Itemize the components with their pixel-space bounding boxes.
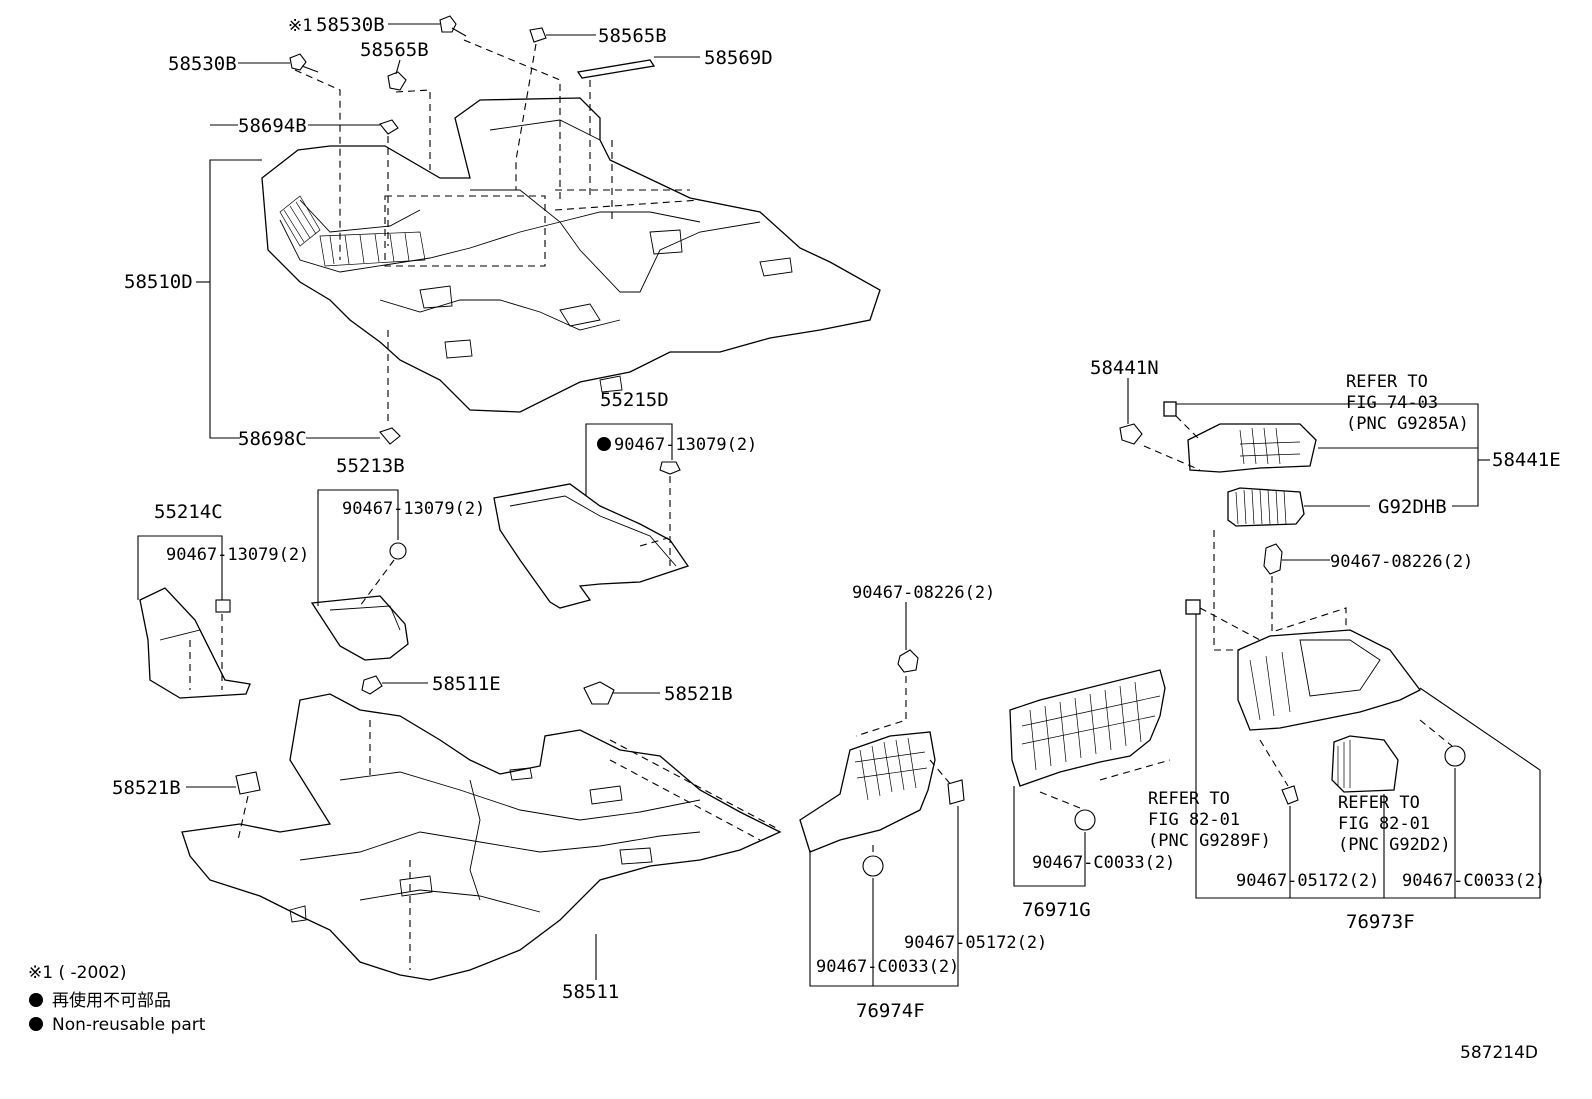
label-58565B-top: 58565B xyxy=(598,25,667,47)
label-90467-C0033-b: 90467-C0033(2) xyxy=(1032,853,1175,873)
floor-lower xyxy=(181,693,782,981)
label-90467-13079-c: 90467-13079(2) xyxy=(166,545,309,565)
ref-74-03-line2: FIG 74-03 xyxy=(1346,393,1438,413)
note-date-range: ※1 ( -2002) xyxy=(28,963,127,983)
ref-74-03-line1: REFER TO xyxy=(1346,372,1428,392)
ref-82-01-b-line2: FIG 82-01 xyxy=(1338,814,1430,834)
label-90467-05172-a: 90467-05172(2) xyxy=(904,933,1047,953)
legend-notes: ※1 ( -2002) 再使用不可部品 Non-reusable part 58… xyxy=(28,963,1538,1063)
fasteners-top xyxy=(289,15,656,445)
label-58698C: 58698C xyxy=(238,428,307,450)
label-90467-08226-b: 90467-08226(2) xyxy=(1330,552,1473,572)
mat-55215D xyxy=(493,461,690,609)
ref-82-01-b-line3: (PNC G92D2) xyxy=(1338,835,1451,855)
label-58530B-star: 58530B xyxy=(316,14,385,36)
label-58530B: 58530B xyxy=(168,53,237,75)
note-non-reusable-ja: 再使用不可部品 xyxy=(52,990,171,1011)
label-76971G: 76971G xyxy=(1022,899,1091,921)
ref-74-03-line3: (PNC G9285A) xyxy=(1346,414,1469,434)
label-55213B: 55213B xyxy=(336,455,405,477)
panel-76974F xyxy=(799,649,965,877)
label-58441N: 58441N xyxy=(1090,357,1159,379)
panel-55214C xyxy=(139,587,251,699)
label-90467-13079-b: 90467-13079(2) xyxy=(342,499,485,519)
label-58569D: 58569D xyxy=(704,47,773,69)
label-58565B: 58565B xyxy=(360,39,429,61)
ref-82-01-a-line1: REFER TO xyxy=(1148,789,1230,809)
legend-dot-1 xyxy=(29,993,43,1007)
part-labels: ※1 58530B 58565B 58569D 58565B 58530B 58… xyxy=(112,14,1561,1022)
label-58511: 58511 xyxy=(562,981,619,1003)
label-58510D: 58510D xyxy=(124,271,193,293)
floor-carpet-upper xyxy=(261,97,881,413)
legend-dot-2 xyxy=(29,1017,43,1031)
label-90467-13079-a: 90467-13079(2) xyxy=(614,435,757,455)
part-G92DHB xyxy=(1227,487,1305,527)
note-marker-1: ※1 xyxy=(288,16,312,36)
label-90467-05172-b: 90467-05172(2) xyxy=(1236,871,1379,891)
label-58521B-right: 58521B xyxy=(664,683,733,705)
ref-82-01-a-line2: FIG 82-01 xyxy=(1148,810,1240,830)
figure-id: 587214D xyxy=(1460,1043,1538,1063)
label-76974F: 76974F xyxy=(856,1000,925,1022)
label-90467-C0033-c: 90467-C0033(2) xyxy=(1402,871,1545,891)
assembly-58441E xyxy=(1119,401,1317,473)
label-76973F: 76973F xyxy=(1346,911,1415,933)
label-G92DHB: G92DHB xyxy=(1378,496,1447,518)
label-55214C: 55214C xyxy=(154,501,223,523)
label-58441E: 58441E xyxy=(1492,449,1561,471)
label-58694B: 58694B xyxy=(238,115,307,137)
label-90467-08226-a: 90467-08226(2) xyxy=(852,583,995,603)
note-non-reusable-en: Non-reusable part xyxy=(52,1015,206,1035)
non-reusable-marker xyxy=(597,437,611,451)
ref-82-01-b-line1: REFER TO xyxy=(1338,793,1420,813)
label-90467-C0033-a: 90467-C0033(2) xyxy=(816,957,959,977)
panel-76973F xyxy=(1185,530,1466,805)
label-58511E: 58511E xyxy=(432,673,501,695)
panel-55213B xyxy=(310,542,409,661)
leader-lines xyxy=(137,23,1541,987)
label-55215D: 55215D xyxy=(600,389,669,411)
label-58521B-left: 58521B xyxy=(112,777,181,799)
ref-82-01-a-line3: (PNC G9289F) xyxy=(1148,831,1271,851)
panel-76971G xyxy=(1009,669,1171,831)
fasteners-lower xyxy=(235,675,615,841)
